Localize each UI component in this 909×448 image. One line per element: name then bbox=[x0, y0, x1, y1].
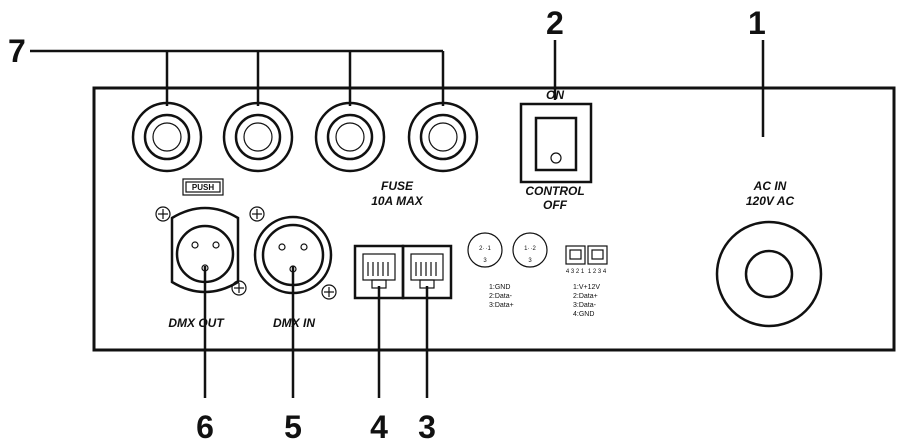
rj-pinout-right-numbers: 1 2 3 4 bbox=[588, 269, 607, 275]
xlr-pin-line-2: 2:Data- bbox=[489, 293, 513, 300]
xlr-pin-line-3: 3:Data+ bbox=[489, 302, 514, 309]
xlr-pinout-icon-right bbox=[512, 232, 548, 268]
rear-panel bbox=[92, 86, 896, 352]
xlr-pinout-left-bottom: 3 bbox=[483, 258, 487, 264]
fuse-holder-4 bbox=[407, 101, 479, 173]
dmx-in-screw-top bbox=[249, 206, 265, 222]
callout-3: 3 bbox=[418, 409, 436, 445]
dmx-out-screw-bottom bbox=[231, 280, 247, 296]
callout-6: 6 bbox=[196, 409, 214, 445]
rj-pinout-left-numbers: 4 3 2 1 bbox=[566, 269, 585, 275]
fuse-rating-label: 10A MAX bbox=[371, 194, 424, 208]
rj-pinout-icon-left bbox=[565, 245, 586, 265]
xlr-pinout-right-bottom: 3 bbox=[528, 258, 532, 264]
callout-5: 5 bbox=[284, 409, 302, 445]
control-switch bbox=[519, 102, 593, 184]
fuse-holder-2 bbox=[222, 101, 294, 173]
push-label: PUSH bbox=[192, 183, 214, 192]
callout-7: 7 bbox=[8, 33, 26, 69]
rj-pin-line-2: 2:Data+ bbox=[573, 293, 598, 300]
callout-2: 2 bbox=[546, 5, 564, 41]
dmx-out-label: DMX OUT bbox=[168, 316, 225, 330]
xlr-pin-line-1: 1:GND bbox=[489, 284, 510, 291]
ac-voltage-label: 120V AC bbox=[746, 194, 795, 208]
dmx-in-screw-bottom bbox=[321, 284, 337, 300]
callout-4: 4 bbox=[370, 409, 388, 445]
switch-off-label: OFF bbox=[543, 198, 568, 212]
fuse-holder-1 bbox=[131, 101, 203, 173]
xlr-pinout-icon-left bbox=[467, 232, 503, 268]
fuse-label: FUSE bbox=[381, 179, 414, 193]
switch-on-label: ON bbox=[546, 88, 564, 102]
rj-pinout-icon-right bbox=[587, 245, 608, 265]
dmx-out-screw-top bbox=[155, 206, 171, 222]
xlr-pinout-right-top: 1∙ ∙2 bbox=[524, 246, 536, 252]
callout-1: 1 bbox=[748, 5, 766, 41]
xlr-pinout-left-top: 2∙ ∙1 bbox=[479, 246, 491, 252]
rj-pin-line-4: 4:GND bbox=[573, 311, 594, 318]
ac-inlet bbox=[715, 220, 823, 328]
push-latch bbox=[182, 178, 224, 196]
switch-control-label: CONTROL bbox=[525, 184, 584, 198]
ac-in-label: AC IN bbox=[753, 179, 787, 193]
rj-pin-line-1: 1:V+12V bbox=[573, 284, 600, 291]
fuse-holder-3 bbox=[314, 101, 386, 173]
rj-pin-line-3: 3:Data- bbox=[573, 302, 597, 309]
